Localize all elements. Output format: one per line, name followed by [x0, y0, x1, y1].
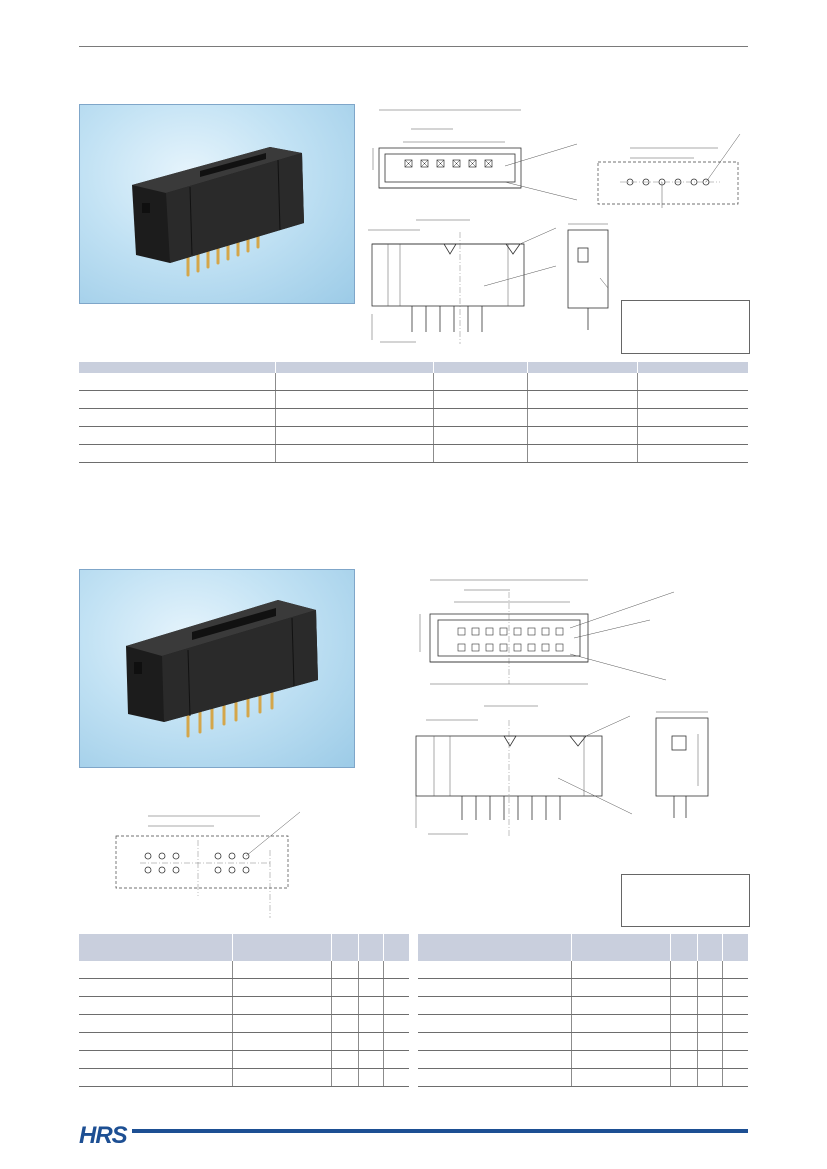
- spec-table-single-row: [79, 362, 748, 463]
- table-header-row: [79, 362, 748, 373]
- table-row: [79, 1032, 409, 1051]
- table-row: [79, 978, 409, 997]
- table-row: [418, 1068, 748, 1087]
- drawing-front-view-single-row: [360, 214, 570, 348]
- table-row: [418, 1050, 748, 1069]
- table-row: [418, 961, 748, 979]
- table-row: [79, 1068, 409, 1087]
- connector-render: [132, 147, 304, 277]
- table-row: [79, 1050, 409, 1069]
- table-row: [79, 426, 748, 445]
- footer-rule: [132, 1129, 748, 1133]
- table-row: [418, 996, 748, 1015]
- table-header-row: [418, 934, 748, 961]
- product-photo-double-row: [79, 569, 355, 768]
- drawing-front-view-double-row: [408, 700, 638, 840]
- table-row: [79, 961, 409, 979]
- table-row: [79, 408, 748, 427]
- table-row: [418, 978, 748, 997]
- logo-text: HRS: [79, 1122, 128, 1149]
- note-box-1: [621, 300, 750, 354]
- drawing-side-view-single-row: [560, 218, 620, 338]
- table-row: [79, 390, 748, 409]
- table-row: [79, 996, 409, 1015]
- spec-table-double-row-left: [79, 934, 409, 1087]
- connector-render: [126, 600, 318, 738]
- table-row: [79, 1014, 409, 1033]
- table-row: [79, 444, 748, 463]
- note-box-2: [621, 874, 750, 927]
- drawing-pcb-layout-single-row: [590, 130, 750, 210]
- top-rule: [79, 46, 748, 47]
- spec-table-double-row-right: [418, 934, 748, 1087]
- product-photo-single-row: [79, 104, 355, 304]
- drawing-pcb-layout-double-row: [110, 800, 310, 920]
- drawing-top-view-double-row: [410, 572, 680, 692]
- hrs-logo: HRS: [79, 1122, 128, 1149]
- drawing-side-view-double-row: [650, 706, 720, 822]
- drawing-top-view-single-row: [365, 104, 585, 204]
- table-row: [79, 373, 748, 391]
- table-header-row: [79, 934, 409, 961]
- table-row: [418, 1032, 748, 1051]
- table-row: [418, 1014, 748, 1033]
